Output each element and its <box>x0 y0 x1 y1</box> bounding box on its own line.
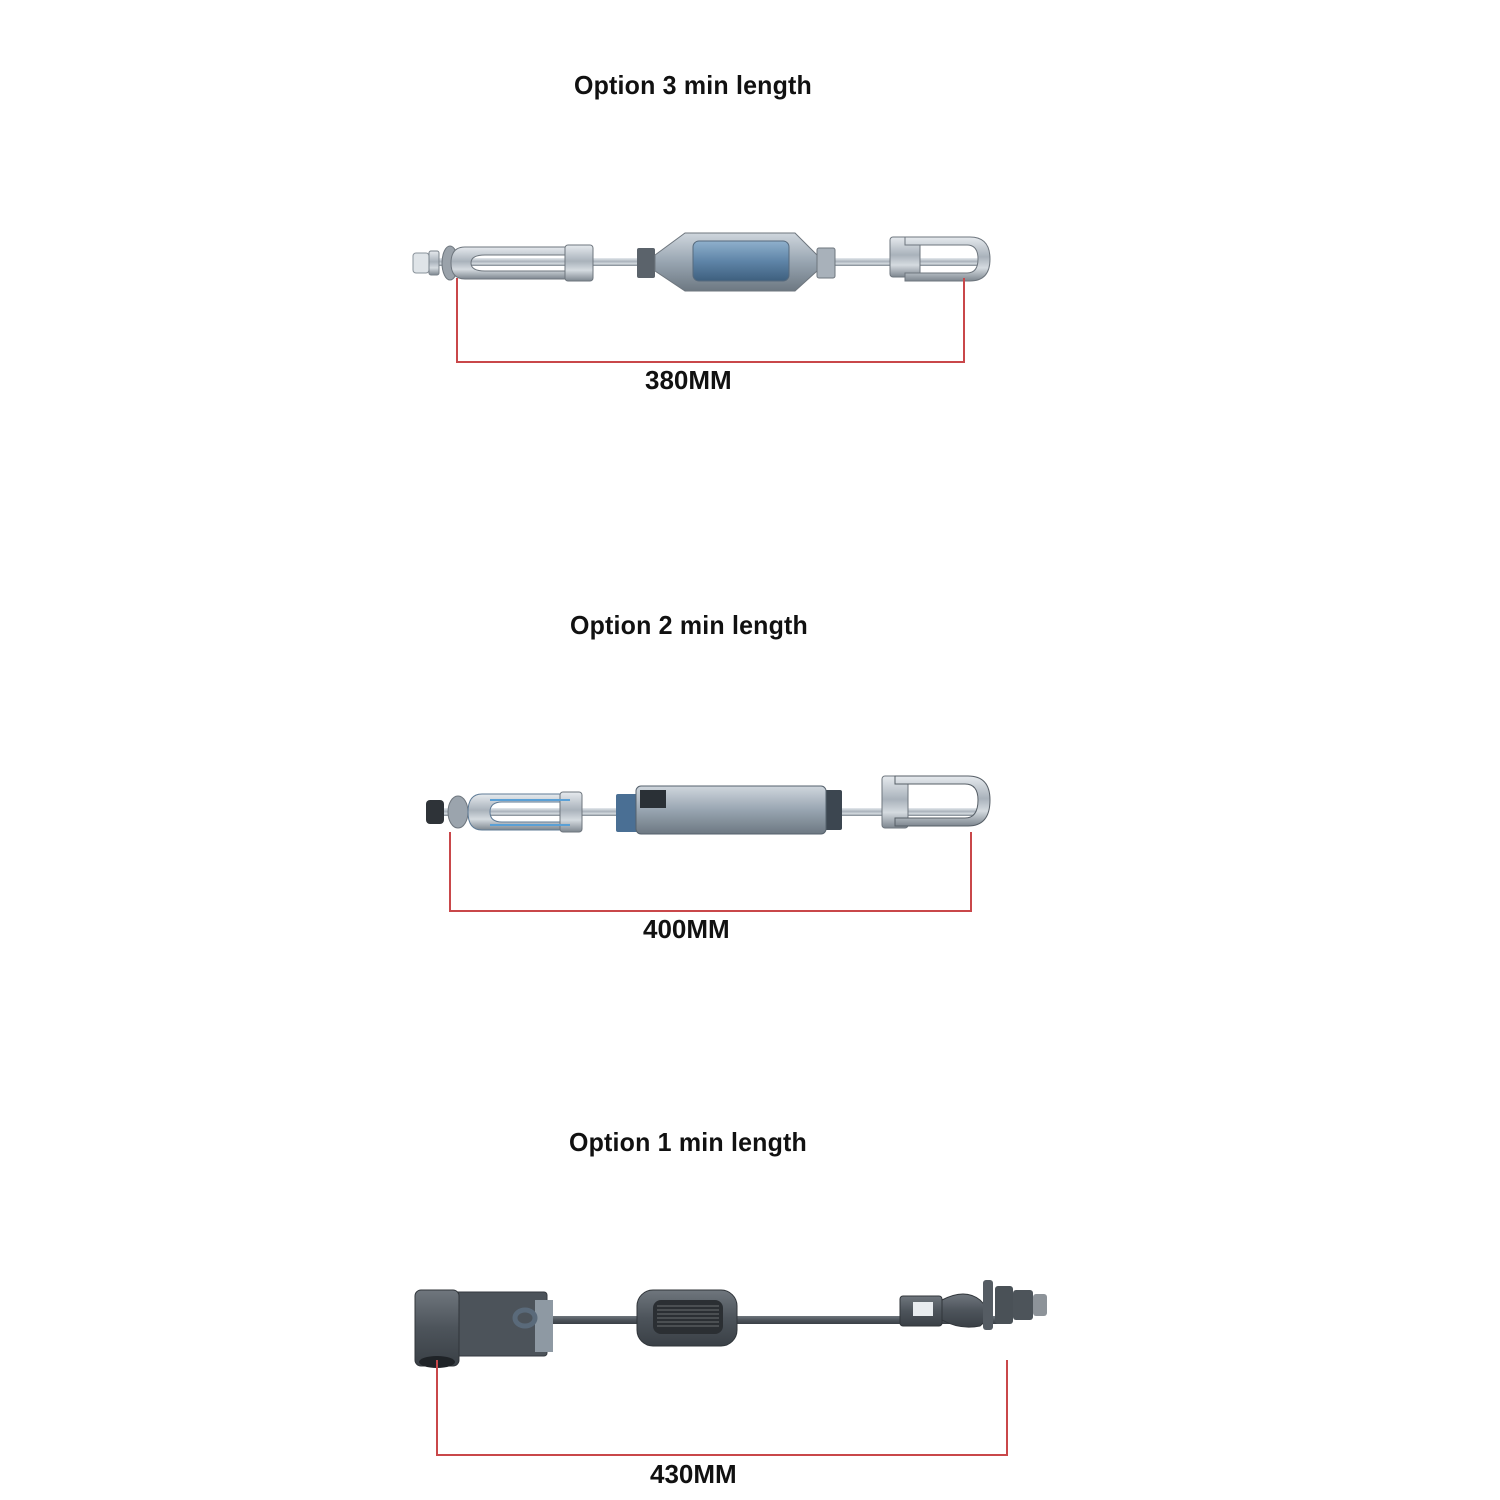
dimension-bracket-option-1 <box>436 1360 1008 1456</box>
dimension-bracket-option-2 <box>449 832 972 912</box>
option-2-title: Option 2 min length <box>570 610 808 640</box>
option-1-dimension: 430MM <box>650 1459 737 1489</box>
turnbuckle-option-3-image <box>412 232 991 292</box>
turnbuckle-option-2-image <box>426 775 991 835</box>
option-3-dimension: 380MM <box>645 365 732 395</box>
option-3-title: Option 3 min length <box>574 70 812 100</box>
option-2-dimension: 400MM <box>643 914 730 944</box>
dimension-bracket-option-3 <box>456 278 965 363</box>
turnbuckle-option-1-image <box>414 1280 1047 1368</box>
option-1-title: Option 1 min length <box>569 1127 807 1157</box>
